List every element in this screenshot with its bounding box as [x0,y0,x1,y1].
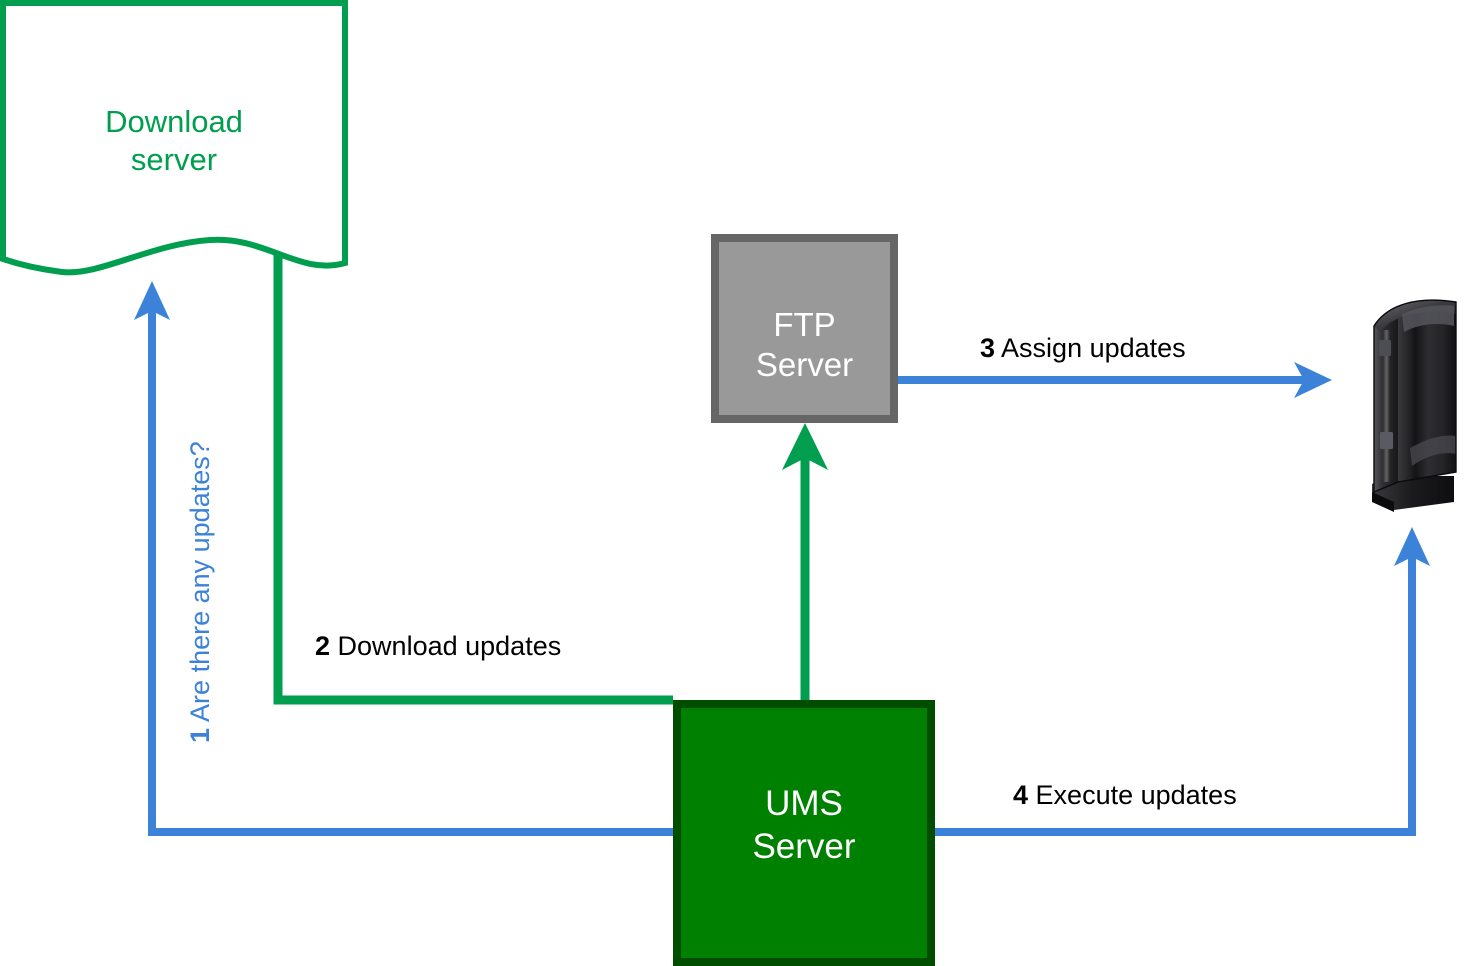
edge-4-text: Execute updates [1035,780,1237,810]
edge-4-step-gap [1028,780,1036,810]
device-foot [1372,492,1394,512]
edge-5-ums-to-ftp [782,423,828,700]
edge-label-1-are-there-any-updates: 1 Are there any updates? [185,441,215,743]
edge-label-2-download-updates: 2 Download updates [315,633,561,660]
node-download-server[interactable] [0,0,348,276]
edge-2-step-number: 2 [315,631,331,661]
edge-2-download-updates [273,253,673,705]
edge-5-arrowhead [782,423,828,470]
edge-4-step-number: 4 [1013,780,1029,810]
edge-label-4-execute-updates: 4 Execute updates [1013,782,1237,809]
edge-3-arrowhead [1294,362,1332,398]
edge-label-3-assign-updates: 3 Assign updates [980,335,1186,362]
edge-2-step-gap [330,631,338,661]
edge-1-arrowhead [134,281,170,320]
device-lower-sheen [1410,435,1456,466]
edge-3-text: Assign updates [1001,333,1186,363]
device-outline [1373,299,1457,494]
device-gloss-strip [1383,330,1390,482]
ftp-server-shape [711,234,898,423]
edge-1-path [148,300,673,836]
edge-1-step-text [185,722,215,728]
edge-4-arrowhead [1394,527,1430,566]
download-server-shape [0,0,348,276]
device-top-highlight [1402,305,1454,332]
edge-4-execute-updates [935,527,1430,836]
edge-2-path [273,253,673,705]
edge-4-path [935,552,1416,836]
ums-server-shape [673,700,935,966]
edge-1-step-number: 1 [185,727,215,743]
edge-1-are-there-any-updates [134,281,673,836]
edge-3-step-number: 3 [980,333,996,363]
edge-2-text: Download updates [337,631,562,661]
node-ftp-server[interactable] [711,234,898,423]
edge-3-assign-updates [898,362,1332,398]
device-upper-port [1379,340,1391,356]
device-lower-port [1380,432,1393,449]
edge-1-text: Are there any updates? [185,441,215,722]
thin-client-device-icon[interactable] [1358,296,1464,518]
node-ums-server[interactable] [673,700,935,966]
